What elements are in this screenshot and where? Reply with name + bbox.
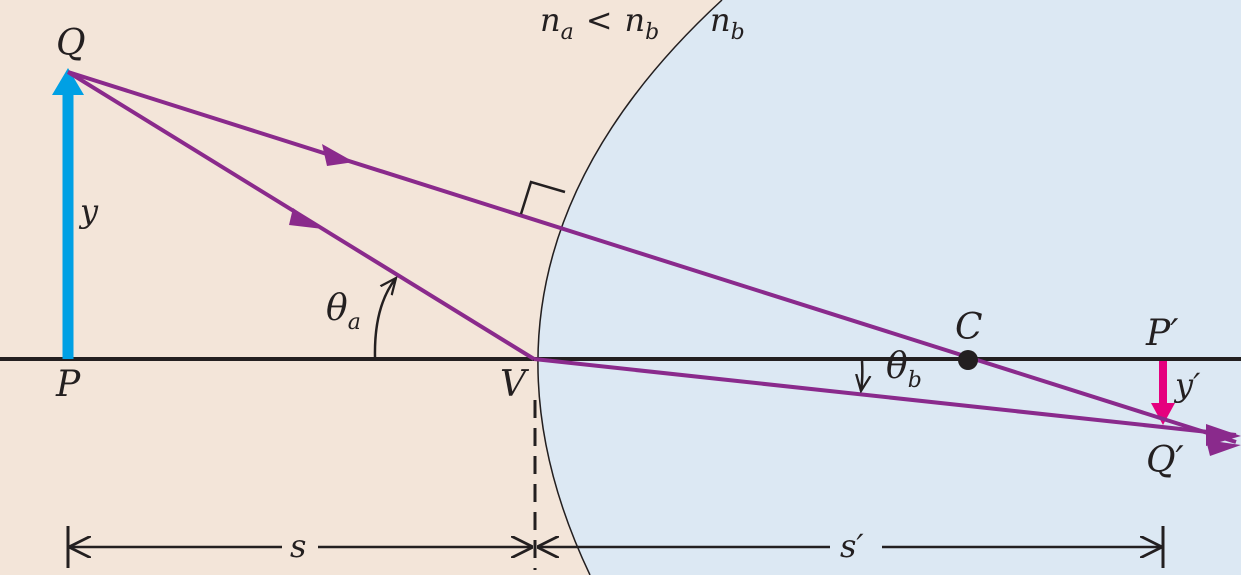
center-of-curvature-point bbox=[958, 350, 978, 370]
nb-region-subscript: b bbox=[731, 20, 745, 45]
nb-subscript: b bbox=[645, 20, 659, 45]
label-s: s bbox=[290, 527, 306, 565]
ray-refracted-from-vertex bbox=[533, 357, 1237, 437]
na-symbol: n bbox=[540, 1, 561, 39]
ray-arrowhead bbox=[1206, 424, 1241, 446]
theta-a-subscript: a bbox=[348, 310, 361, 335]
theta-b-arc bbox=[861, 360, 862, 391]
ray-arrowhead bbox=[1206, 440, 1241, 456]
image-arrow-head bbox=[1151, 403, 1175, 425]
theta-a-arc bbox=[373, 278, 396, 358]
label-q: Q bbox=[56, 23, 86, 64]
theta-b-subscript: b bbox=[908, 368, 922, 393]
label-q-prime: Q′ bbox=[1146, 440, 1184, 481]
label-s-prime: s′ bbox=[840, 527, 864, 565]
na-subscript: a bbox=[561, 20, 574, 45]
object-arrow-head bbox=[52, 68, 84, 95]
ray-arrowhead bbox=[322, 144, 354, 166]
nb-symbol: n bbox=[625, 1, 646, 39]
label-y: y bbox=[78, 192, 99, 230]
label-theta-b: θb bbox=[886, 346, 922, 393]
ray-through-center bbox=[67, 70, 1237, 444]
label-c: C bbox=[955, 307, 983, 348]
right-angle-marker bbox=[519, 180, 566, 215]
spherical-surface bbox=[537, 0, 723, 575]
medium-b-region bbox=[537, 0, 1241, 575]
label-y-prime: y′ bbox=[1173, 366, 1201, 404]
nb-region-symbol: n bbox=[710, 1, 731, 39]
label-p-prime: P′ bbox=[1145, 313, 1178, 354]
ray-arrowhead bbox=[289, 208, 323, 229]
less-than-sign: < bbox=[586, 1, 613, 39]
label-v: V bbox=[500, 364, 530, 405]
label-p: P bbox=[55, 364, 81, 405]
label-nb: nb bbox=[710, 1, 745, 45]
theta-a-symbol: θ bbox=[326, 288, 348, 329]
label-theta-a: θa bbox=[326, 288, 361, 335]
label-na-less-than-nb: na<nb bbox=[540, 1, 659, 45]
theta-b-symbol: θ bbox=[886, 346, 908, 387]
